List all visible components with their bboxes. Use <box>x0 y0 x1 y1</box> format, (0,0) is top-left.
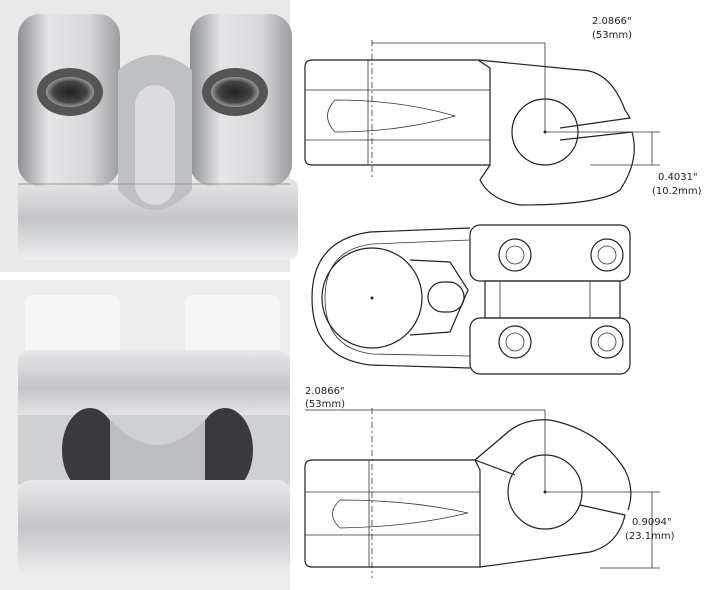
rise-mm-label: (10.2mm) <box>652 186 702 197</box>
drawing-side-view-bottom: 2.0866" (53mm) 0.9094" (23.1mm) <box>304 386 675 578</box>
length-inches-label: 2.0866" <box>592 16 632 27</box>
bolt-icon <box>498 238 532 272</box>
bolt-icon <box>590 325 624 359</box>
photo-rear-view <box>0 280 290 590</box>
rise-inches-label: 0.9094" <box>632 517 672 528</box>
rise-mm-label: (23.1mm) <box>625 531 675 542</box>
bolt-icon <box>498 325 532 359</box>
length-inches-label: 2.0866" <box>305 386 345 397</box>
rise-inches-label: 0.4031" <box>658 172 698 183</box>
drawing-top-view <box>311 224 631 375</box>
drawing-side-view-top: 2.0866" (53mm) 0.4031" (10.2mm) <box>304 16 702 206</box>
photo-front-view <box>0 0 298 272</box>
bolt-icon <box>590 238 624 272</box>
length-mm-label: (53mm) <box>592 30 632 41</box>
length-mm-label: (53mm) <box>305 399 345 410</box>
